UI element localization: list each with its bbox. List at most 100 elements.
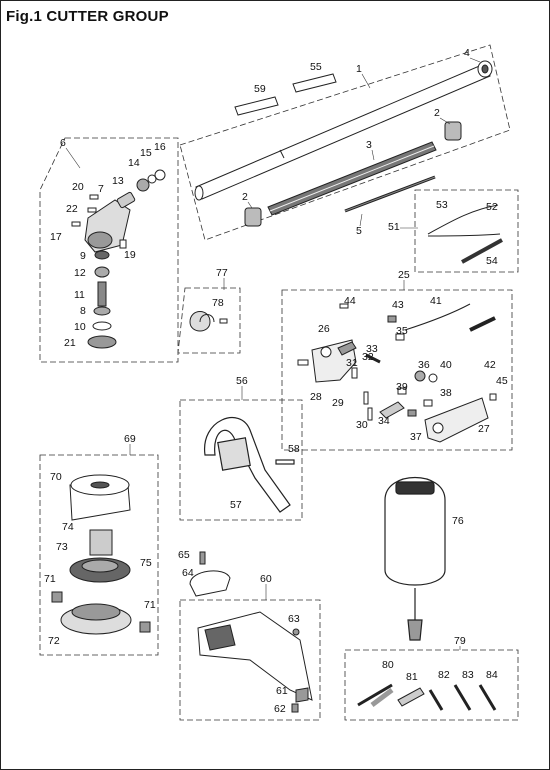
label-40: 40 bbox=[440, 359, 452, 371]
label-14: 14 bbox=[128, 157, 140, 169]
label-43: 43 bbox=[392, 299, 404, 311]
throttle-group-outline bbox=[281, 289, 513, 451]
leader-lines bbox=[65, 57, 481, 650]
label-6: 6 bbox=[60, 137, 66, 149]
label-45: 45 bbox=[496, 375, 508, 387]
label-62: 62 bbox=[274, 703, 286, 715]
label-10: 10 bbox=[74, 321, 86, 333]
clamp-group-outline bbox=[177, 287, 241, 354]
trimmer-head-group-outline bbox=[39, 454, 159, 656]
part-40-knob bbox=[428, 373, 438, 383]
part-78-screw bbox=[219, 318, 228, 324]
figure-title: Fig.1 CUTTER GROUP bbox=[6, 8, 169, 25]
label-58: 58 bbox=[288, 443, 300, 455]
handle-group-outline bbox=[179, 399, 303, 521]
label-55: 55 bbox=[310, 61, 322, 73]
label-29: 29 bbox=[332, 397, 344, 409]
label-51: 51 bbox=[388, 221, 400, 233]
part-61-blade bbox=[295, 687, 309, 703]
label-39: 39 bbox=[396, 381, 408, 393]
label-37: 37 bbox=[410, 431, 422, 443]
part-59-label-sleeve bbox=[234, 96, 279, 116]
label-61: 61 bbox=[276, 685, 288, 697]
guard-group-outline bbox=[179, 599, 321, 721]
label-36: 36 bbox=[418, 359, 430, 371]
tool-kit-group-outline bbox=[344, 649, 519, 721]
gear-head-group-outline bbox=[39, 137, 179, 363]
part-43-nut bbox=[387, 315, 397, 323]
part-71-eyelet-left bbox=[51, 591, 63, 603]
label-8: 8 bbox=[80, 305, 86, 317]
label-63: 63 bbox=[288, 613, 300, 625]
part-21-holder bbox=[87, 335, 117, 349]
label-64: 64 bbox=[182, 567, 194, 579]
label-35: 35 bbox=[396, 325, 408, 337]
label-13: 13 bbox=[112, 175, 124, 187]
gear-case-cup bbox=[87, 231, 113, 249]
part-13-collar bbox=[116, 191, 136, 209]
part-11-spindle bbox=[97, 281, 107, 307]
label-38: 38 bbox=[440, 387, 452, 399]
part-57-handle-clamp bbox=[217, 437, 251, 471]
label-56: 56 bbox=[236, 375, 248, 387]
part-37-nut bbox=[407, 409, 417, 417]
part-64-bracket bbox=[189, 570, 231, 597]
label-28: 28 bbox=[310, 391, 322, 403]
part-32-pin bbox=[337, 341, 357, 356]
label-22: 22 bbox=[66, 203, 78, 215]
label-79: 79 bbox=[454, 635, 466, 647]
part-20-bolt bbox=[89, 194, 99, 200]
label-20: 20 bbox=[72, 181, 84, 193]
part-65-bolt bbox=[199, 551, 206, 565]
part-22-bolt bbox=[87, 207, 97, 213]
part-27-housing-right bbox=[424, 397, 489, 443]
label-60: 60 bbox=[260, 573, 272, 585]
label-41: 41 bbox=[430, 295, 442, 307]
label-16: 16 bbox=[154, 141, 166, 153]
label-12: 12 bbox=[74, 267, 86, 279]
label-17: 17 bbox=[50, 231, 62, 243]
label-82: 82 bbox=[438, 669, 450, 681]
label-74: 74 bbox=[62, 521, 74, 533]
label-83: 83 bbox=[462, 669, 474, 681]
label-9: 9 bbox=[80, 250, 86, 262]
part-57-loop-handle bbox=[204, 417, 291, 513]
label-42: 42 bbox=[484, 359, 496, 371]
label-57: 57 bbox=[230, 499, 242, 511]
shaft-split-line bbox=[279, 149, 285, 159]
part-29-spring bbox=[363, 391, 369, 405]
part-84-hex-key bbox=[478, 684, 497, 711]
part-33-lever bbox=[365, 353, 381, 364]
part-14-washer bbox=[136, 178, 150, 192]
part-80-screwdriver bbox=[357, 683, 393, 707]
label-77: 77 bbox=[216, 267, 228, 279]
label-25: 25 bbox=[398, 269, 410, 281]
part-38-clip bbox=[423, 399, 433, 407]
part-9-bearing bbox=[94, 250, 110, 260]
part-12-gear bbox=[94, 266, 110, 278]
label-4: 4 bbox=[464, 47, 470, 59]
part-74-spring bbox=[89, 529, 113, 556]
part-53-cable bbox=[427, 204, 499, 235]
part-73-spool-hub bbox=[81, 559, 119, 573]
part-44-screw bbox=[339, 303, 349, 309]
part-31-pin bbox=[351, 367, 358, 379]
label-19: 19 bbox=[124, 249, 136, 261]
part-62-screw bbox=[291, 703, 299, 713]
part-41-wire bbox=[404, 303, 471, 331]
part-2-bushing-top bbox=[444, 121, 462, 141]
part-83-hex-key bbox=[453, 684, 472, 711]
part-39-clip bbox=[397, 387, 407, 395]
part-76-harness-buckle bbox=[395, 481, 435, 495]
part-10-washer bbox=[92, 321, 112, 331]
part-58-bolt bbox=[275, 459, 295, 465]
part-54-spiral bbox=[461, 238, 503, 264]
part-52-wire bbox=[427, 233, 501, 237]
label-30: 30 bbox=[356, 419, 368, 431]
shaft-pipe-end bbox=[194, 185, 204, 201]
label-53: 53 bbox=[436, 199, 448, 211]
label-34: 34 bbox=[378, 415, 390, 427]
part-17-screw bbox=[71, 221, 81, 227]
label-81: 81 bbox=[406, 671, 418, 683]
